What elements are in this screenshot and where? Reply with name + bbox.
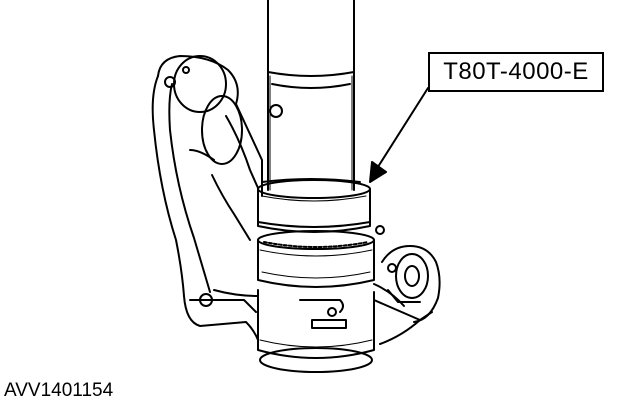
callout-leader-arrow (369, 87, 429, 183)
figure-identifier: AVV1401154 (4, 380, 114, 401)
steering-arm-boss (381, 245, 441, 323)
tool-number-label: T80T-4000-E (443, 58, 589, 85)
arrowhead-icon (369, 161, 387, 183)
wheel-bearing (257, 225, 385, 288)
tool-callout-box: T80T-4000-E (428, 52, 604, 92)
shaft-pin-hole (269, 104, 283, 118)
installer-tool-shaft (261, 0, 361, 191)
upper-ball-joint-boss (173, 55, 227, 113)
steering-knuckle (151, 55, 433, 373)
